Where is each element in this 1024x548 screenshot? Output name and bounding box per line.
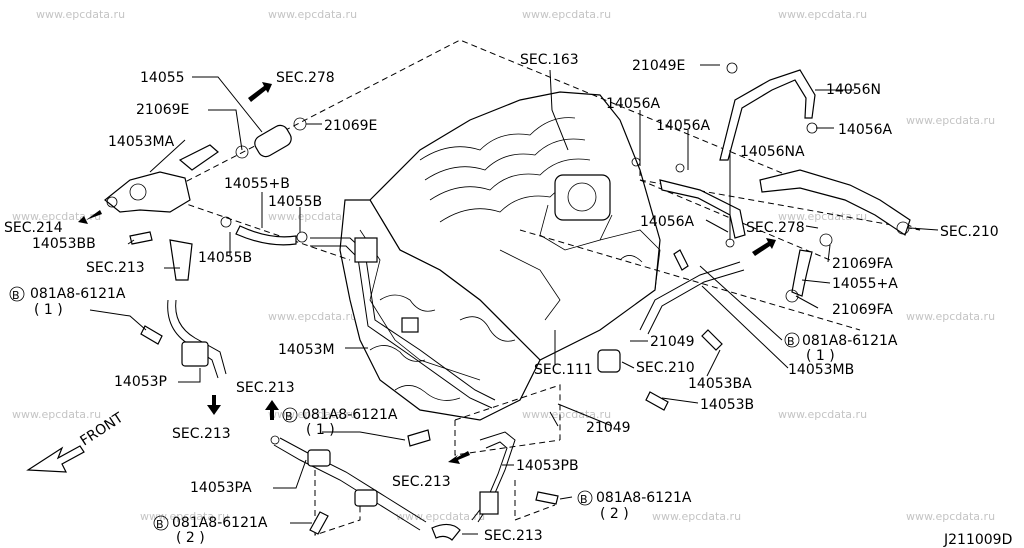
- arrow-icon: [248, 82, 272, 102]
- watermark: www.epcdata.ru: [396, 510, 485, 523]
- watermark: www.epcdata.ru: [36, 8, 125, 21]
- section-label-sec213: SEC.213: [86, 260, 145, 276]
- bolt-label: 081A8-6121A: [802, 333, 898, 349]
- bolt-qty: ( 2 ): [176, 530, 205, 546]
- part-label-14056n: 14056N: [826, 82, 881, 98]
- watermark: www.epcdata.ru: [778, 408, 867, 421]
- bolt-qty: ( 1 ): [306, 422, 335, 438]
- bolt-symbol-label: B: [787, 335, 795, 348]
- part-label-21069fa: 21069FA: [832, 256, 893, 272]
- part-label-14053pa: 14053PA: [190, 480, 252, 496]
- bolt-symbol-label: B: [12, 289, 20, 302]
- part-label-21069e: 21069E: [136, 102, 189, 118]
- arrow-icon: [752, 238, 776, 256]
- section-label-sec210: SEC.210: [636, 360, 695, 376]
- engine-block: [339, 91, 661, 421]
- part-label-14053pb: 14053PB: [516, 458, 579, 474]
- bolt-symbol-label: B: [580, 493, 588, 506]
- section-label-sec213: SEC.213: [172, 426, 231, 442]
- diagram-code: J211009D: [943, 532, 1012, 548]
- watermark: www.epcdata.ru: [906, 310, 995, 323]
- watermark: www.epcdata.ru: [652, 510, 741, 523]
- bolt-label: 081A8-6121A: [302, 407, 398, 423]
- watermark: www.epcdata.ru: [522, 408, 611, 421]
- watermark: www.epcdata.ru: [906, 114, 995, 127]
- front-arrow-icon: [26, 445, 85, 473]
- part-label-14056a: 14056A: [656, 118, 711, 134]
- part-label-14053b: 14053B: [700, 397, 754, 413]
- part-label-14053p: 14053P: [114, 374, 167, 390]
- arrow-icon: [448, 451, 470, 464]
- bolt-qty: ( 1 ): [34, 302, 63, 318]
- watermark: www.epcdata.ru: [522, 8, 611, 21]
- bolt-label: 081A8-6121A: [172, 515, 268, 531]
- callout-labels: 14055 SEC.278 21069E 21069E 14053MA 1405…: [4, 52, 1012, 548]
- bolt-qty: ( 1 ): [806, 348, 835, 364]
- part-label-21069fa: 21069FA: [832, 302, 893, 318]
- bolt-label: 081A8-6121A: [596, 490, 692, 506]
- section-label-sec214: SEC.214: [4, 220, 63, 236]
- part-label-14056a: 14056A: [640, 214, 695, 230]
- part-label-14056a: 14056A: [606, 96, 661, 112]
- arrow-icon: [207, 395, 221, 415]
- part-label-14053mb: 14053MB: [788, 362, 854, 378]
- part-label-21049: 21049: [586, 420, 631, 436]
- part-label-14055b-plus: 14055+B: [224, 176, 290, 192]
- watermark: www.epcdata.ru: [12, 408, 101, 421]
- bolt-qty: ( 2 ): [600, 506, 629, 522]
- hose-lines: [104, 62, 911, 541]
- section-label-sec213: SEC.213: [236, 380, 295, 396]
- bolt-symbol-label: B: [156, 518, 164, 531]
- leader-lines: [89, 64, 939, 535]
- part-label-21049: 21049: [650, 334, 695, 350]
- section-label-sec278: SEC.278: [276, 70, 335, 86]
- bolt-symbols: B B B B B: [9, 286, 800, 531]
- arrow-icon: [78, 210, 102, 224]
- arrow-icon: [265, 400, 279, 420]
- section-label-sec163: SEC.163: [520, 52, 579, 68]
- part-label-14053bb: 14053BB: [32, 236, 96, 252]
- part-label-21049e: 21049E: [632, 58, 685, 74]
- watermark: www.epcdata.ru: [268, 310, 357, 323]
- part-label-14055b: 14055B: [268, 194, 322, 210]
- bolts: [129, 231, 723, 535]
- part-label-14055b: 14055B: [198, 250, 252, 266]
- section-arrows: [78, 82, 776, 464]
- bolt-symbol-label: B: [285, 410, 293, 423]
- part-label-14055a: 14055+A: [832, 276, 898, 292]
- part-label-14056na: 14056NA: [740, 144, 805, 160]
- part-label-14053ma: 14053MA: [108, 134, 175, 150]
- section-label-sec213: SEC.213: [484, 528, 543, 544]
- section-label-sec213: SEC.213: [392, 474, 451, 490]
- watermark: www.epcdata.ru: [268, 210, 357, 223]
- part-label-14053ba: 14053BA: [688, 376, 752, 392]
- bolt-label: 081A8-6121A: [30, 286, 126, 302]
- watermark: www.epcdata.ru: [268, 408, 357, 421]
- part-label-14053m: 14053M: [278, 342, 335, 358]
- watermark: www.epcdata.ru: [906, 510, 995, 523]
- watermark: www.epcdata.ru: [778, 210, 867, 223]
- watermark: www.epcdata.ru: [12, 210, 101, 223]
- watermark: www.epcdata.ru: [268, 8, 357, 21]
- section-label-sec278: SEC.278: [746, 220, 805, 236]
- section-label-sec210: SEC.210: [940, 224, 999, 240]
- part-label-14056a: 14056A: [838, 122, 893, 138]
- watermark: www.epcdata.ru: [778, 8, 867, 21]
- watermark: www.epcdata.ru: [140, 510, 229, 523]
- part-label-14055: 14055: [140, 70, 185, 86]
- part-label-21069e: 21069E: [324, 118, 377, 134]
- section-label-sec111: SEC.111: [534, 362, 593, 378]
